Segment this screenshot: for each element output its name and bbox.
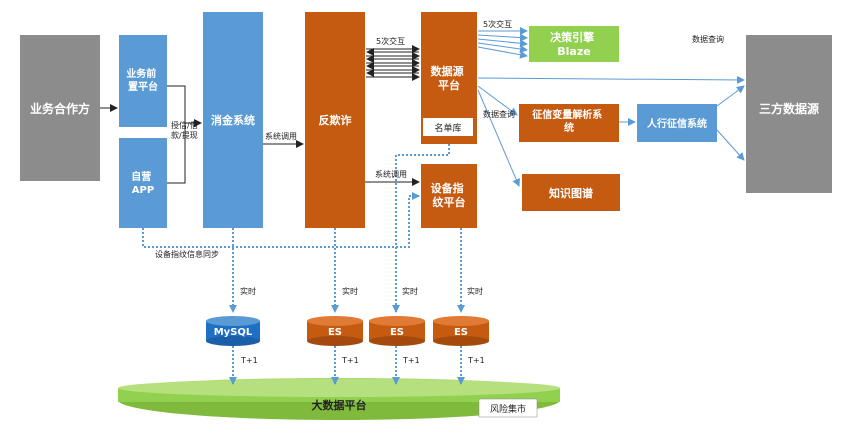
realtime-label-1: 实时 [240,286,256,296]
business-partner-box [20,35,100,181]
mysql-label: MySQL [214,327,253,338]
device-fp-label-1: 设备指 [431,181,464,195]
pboc-credit-label: 人行征信系统 [647,117,707,130]
credit-var-label-1: 征信变量解析系 [532,108,602,121]
device-fp-label-2: 纹平台 [433,195,466,209]
es-label-3: ES [454,327,468,338]
five-interaction-arrows [366,45,420,81]
decision-engine-box [529,26,619,62]
es-db-1: ES [307,316,363,346]
data-source-label-2: 平台 [438,78,460,92]
realtime-label-2: 实时 [342,286,358,296]
data-query-label-1: 数据查询 [692,34,724,44]
front-platform-label-1: 业务前 [126,67,156,80]
t1-label-2: T+1 [341,356,359,365]
third-party-box [746,35,832,193]
svg-text:数据源 平台: 数据源 平台 [431,64,468,92]
data-source-label-1: 数据源 [431,64,464,78]
front-platform-box [119,35,167,127]
front-platform-label-2: 置平台 [128,80,158,93]
svg-text:授信/借 款/提现: 授信/借 款/提现 [171,120,200,140]
blacklist-box [423,118,473,136]
es-db-3: ES [433,316,489,346]
system-call-label-2: 系统调用 [375,169,407,179]
decision-engine-label-2: Blaze [557,45,590,58]
credit-apply-label-2: 款/提现 [171,130,198,140]
device-fp-box [421,164,477,228]
mysql-db: MySQL [206,316,260,346]
credit-var-box [519,104,619,142]
data-query-label-2: 数据查询 [483,109,515,119]
credit-apply-label-1: 授信/借 [171,120,198,130]
risk-mart-box [478,398,538,418]
connectors-blue [477,27,745,187]
five-interactions-label-2: 5次交互 [483,19,512,29]
third-party-label: 三方数据源 [759,101,819,116]
knowledge-graph-label: 知识图谱 [548,186,593,200]
business-partner-label: 业务合作方 [30,101,90,116]
es-db-2: ES [369,316,425,346]
pboc-credit-box [637,104,717,142]
five-interactions-label-1: 5次交互 [376,36,405,46]
svg-text:决策引擎 Blaze: 决策引擎 Blaze [550,30,598,58]
consumer-finance-box [203,12,263,228]
svg-text:自营 APP: 自营 APP [131,170,154,196]
connectors-dark [100,85,420,186]
es-label-1: ES [328,327,342,338]
anti-fraud-label: 反欺诈 [319,113,352,127]
svg-text:征信变量解析系 统: 征信变量解析系 统 [532,108,605,134]
self-app-label-1: 自营 [131,170,151,183]
t1-label-4: T+1 [467,356,485,365]
connectors-dotted [142,144,465,385]
knowledge-graph-box [522,174,620,211]
credit-var-label-2: 统 [564,121,574,134]
blacklist-label: 名单库 [434,122,461,134]
big-data-platform: 大数据平台 风险集市 [118,378,560,420]
t1-label-3: T+1 [402,356,420,365]
big-data-label: 大数据平台 [312,398,367,412]
self-app-label-2: APP [132,185,154,196]
consumer-finance-label: 消金系统 [211,113,255,127]
self-app-box [119,138,167,228]
t1-label-1: T+1 [240,356,258,365]
realtime-label-4: 实时 [467,286,483,296]
realtime-label-3: 实时 [402,286,418,296]
svg-text:业务前 置平台: 业务前 置平台 [126,67,159,93]
device-sync-label: 设备指纹信息同步 [155,249,219,259]
anti-fraud-box [305,12,365,228]
risk-mart-label: 风险集市 [490,403,526,415]
system-call-label-1: 系统调用 [265,131,297,141]
svg-text:设备指 纹平台: 设备指 纹平台 [431,181,468,209]
decision-engine-label-1: 决策引擎 [550,30,594,44]
es-label-2: ES [390,327,404,338]
